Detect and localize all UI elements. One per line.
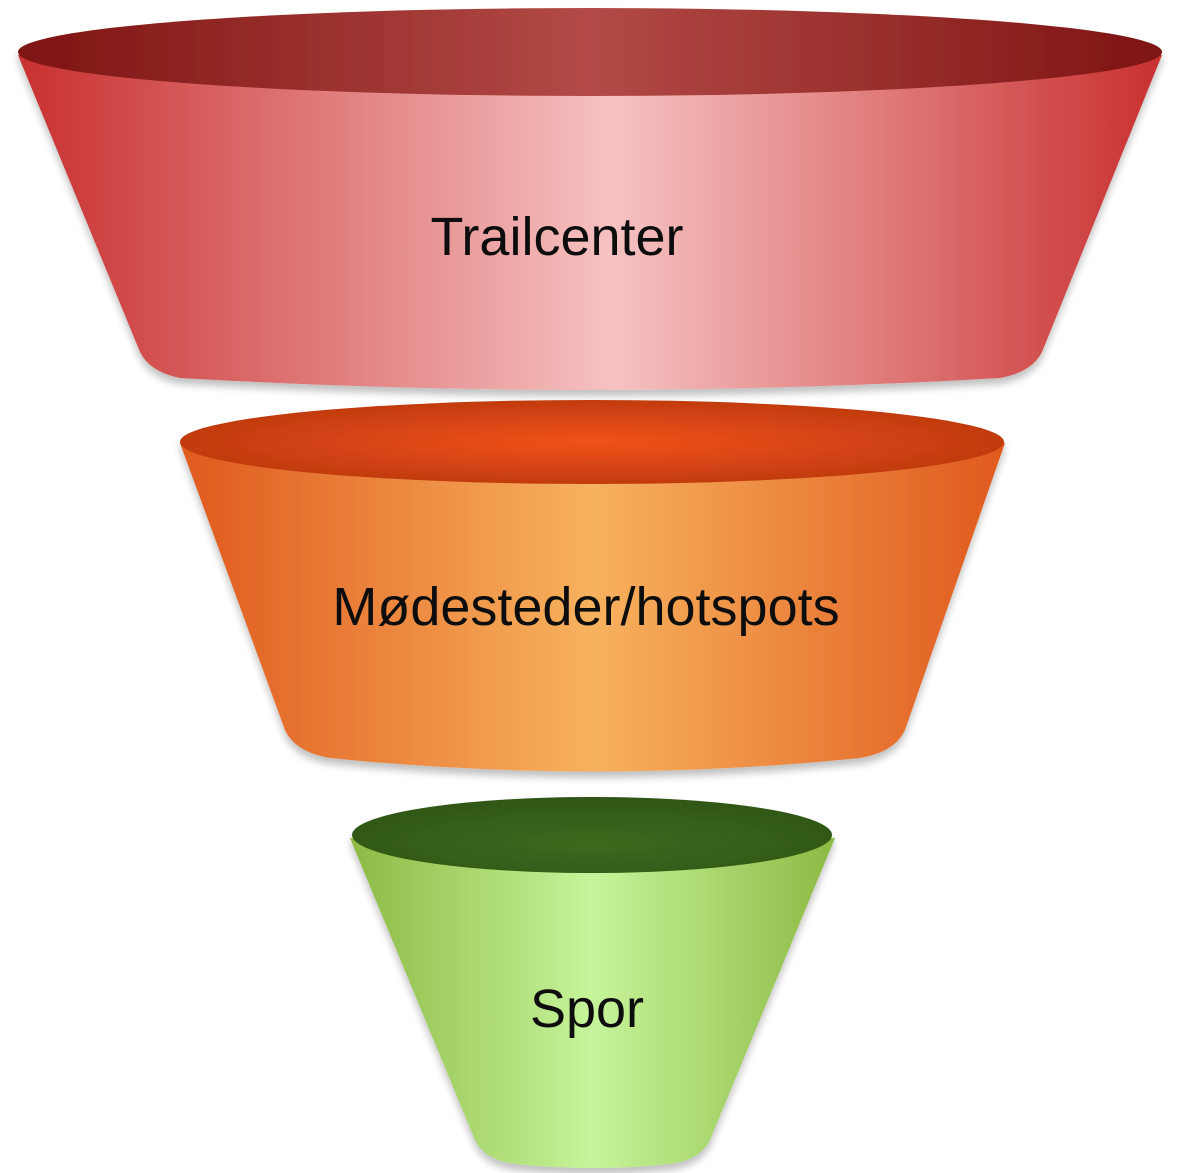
funnel-segment-trailcenter: Trailcenter <box>18 8 1162 390</box>
segment-body <box>18 55 1162 390</box>
segment-label: Spor <box>530 979 644 1039</box>
funnel-segment-spor: Spor <box>350 797 835 1168</box>
segment-rim <box>180 400 1004 484</box>
segment-body <box>350 838 835 1168</box>
segment-rim <box>18 8 1162 96</box>
segment-label: Mødesteder/hotspots <box>332 577 839 637</box>
segment-rim <box>352 797 832 873</box>
segment-label: Trailcenter <box>430 207 683 267</box>
segment-body <box>180 443 1005 772</box>
funnel-segment-hotspots: Mødesteder/hotspots <box>180 400 1005 772</box>
